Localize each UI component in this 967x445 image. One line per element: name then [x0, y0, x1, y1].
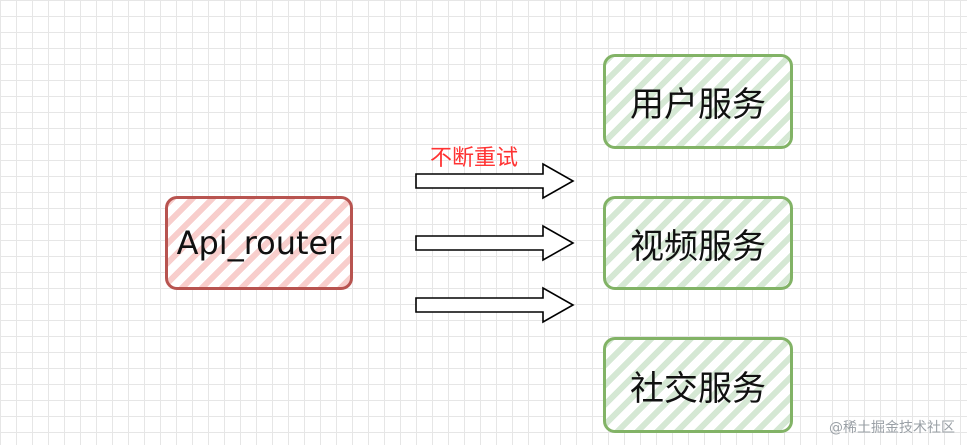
user-service-label: 用户服务: [630, 85, 766, 125]
video-service-label: 视频服务: [630, 226, 766, 267]
social-service-label: 社交服务: [630, 368, 766, 409]
arrow-to-video-service: [415, 224, 575, 262]
arrow-to-user-service: [415, 162, 575, 200]
video-service-node[interactable]: 视频服务: [603, 196, 793, 290]
retry-edge-label: 不断重试: [430, 146, 519, 171]
arrow-to-social-service: [415, 286, 575, 324]
social-service-node[interactable]: 社交服务: [603, 337, 793, 433]
watermark-text: @稀土掘金技术社区: [829, 420, 955, 436]
api-router-node[interactable]: Api_router: [165, 196, 353, 290]
user-service-node[interactable]: 用户服务: [603, 54, 793, 149]
api-router-label: Api_router: [176, 224, 342, 262]
